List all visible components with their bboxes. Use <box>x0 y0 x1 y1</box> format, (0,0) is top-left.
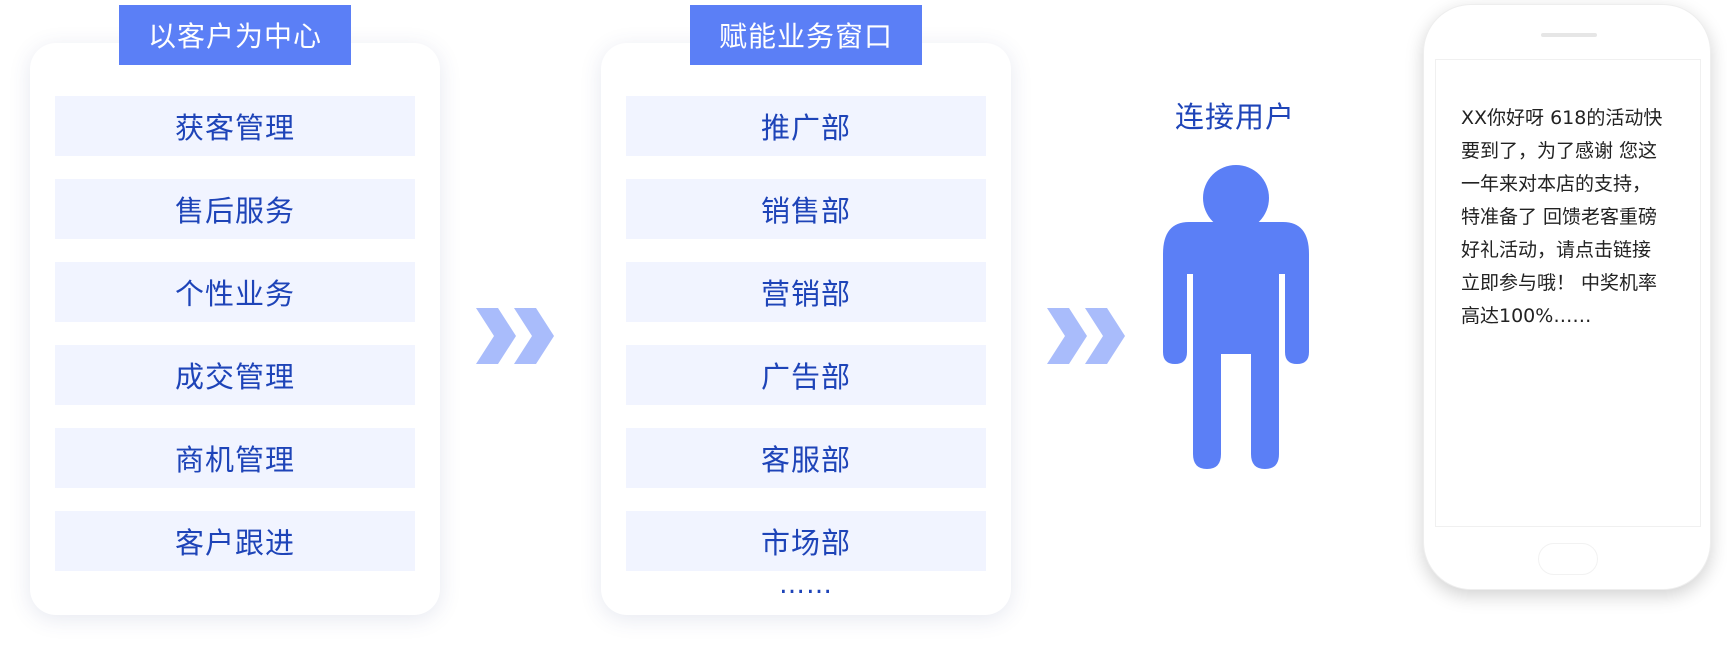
list-item-deal-management: 成交管理 <box>55 345 415 405</box>
list-item-advertising-dept: 广告部 <box>626 345 986 405</box>
connect-users-title: 连接用户 <box>1174 100 1295 134</box>
list-item-market-dept: 市场部 <box>626 511 986 571</box>
user-figure-icon <box>1163 165 1309 469</box>
list-item-customer-acquisition: 获客管理 <box>55 96 415 156</box>
list-item-sales-dept: 销售部 <box>626 179 986 239</box>
more-ellipsis: …… <box>779 570 833 600</box>
phone-speaker <box>1541 33 1597 37</box>
list-item-marketing-dept: 营销部 <box>626 262 986 322</box>
customer-center-panel: 以客户为中心 获客管理 售后服务 个性业务 成交管理 商机管理 客户跟进 <box>30 5 440 615</box>
phone-mockup: XX你好呀 618的活动快 要到了，为了感谢 您这 一年来对本店的支持， 特准备… <box>1423 4 1711 590</box>
business-window-panel: 赋能业务窗口 推广部 销售部 营销部 广告部 客服部 市场部 …… <box>601 5 1011 615</box>
customer-center-list: 获客管理 售后服务 个性业务 成交管理 商机管理 客户跟进 <box>55 96 415 594</box>
list-item-after-sales: 售后服务 <box>55 179 415 239</box>
double-chevron-right-icon <box>476 308 554 364</box>
phone-screen: XX你好呀 618的活动快 要到了，为了感谢 您这 一年来对本店的支持， 特准备… <box>1435 59 1701 527</box>
double-chevron-right-icon <box>1047 308 1125 364</box>
business-window-list: 推广部 销售部 营销部 广告部 客服部 市场部 <box>626 96 986 594</box>
business-window-title: 赋能业务窗口 <box>690 5 922 65</box>
phone-home-button <box>1538 543 1598 575</box>
list-item-opportunity-management: 商机管理 <box>55 428 415 488</box>
list-item-customer-follow-up: 客户跟进 <box>55 511 415 571</box>
customer-center-title: 以客户为中心 <box>119 5 351 65</box>
list-item-promotion-dept: 推广部 <box>626 96 986 156</box>
sms-message: XX你好呀 618的活动快 要到了，为了感谢 您这 一年来对本店的支持， 特准备… <box>1461 107 1663 327</box>
list-item-personal-business: 个性业务 <box>55 262 415 322</box>
list-item-customer-service-dept: 客服部 <box>626 428 986 488</box>
